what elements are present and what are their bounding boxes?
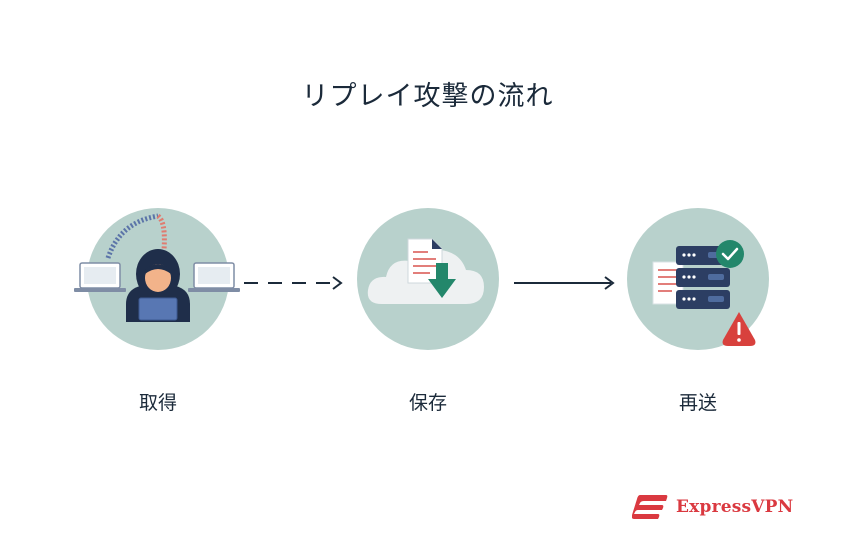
step-resend-label: 再送 [678, 392, 717, 414]
diagram-title: リプレイ攻撃の流れ [301, 81, 554, 112]
cloud-download-icon [367, 238, 484, 304]
warning-icon [722, 312, 756, 346]
dashed-arrow [244, 276, 343, 290]
server-icon [676, 246, 730, 309]
check-badge-icon [716, 240, 744, 268]
binary-arc-icon [105, 213, 167, 259]
document-icon [407, 238, 443, 284]
laptop-icon [188, 262, 240, 292]
solid-arrow [514, 276, 615, 290]
expressvpn-logo: ExpressVPN [632, 492, 793, 522]
step-store-label: 保存 [408, 392, 447, 414]
expressvpn-logo-icon [632, 495, 668, 519]
hacker-icon [126, 249, 190, 322]
brand-name: ExpressVPN [676, 497, 794, 517]
laptop-icon [74, 262, 126, 292]
step-capture-label: 取得 [138, 392, 177, 414]
